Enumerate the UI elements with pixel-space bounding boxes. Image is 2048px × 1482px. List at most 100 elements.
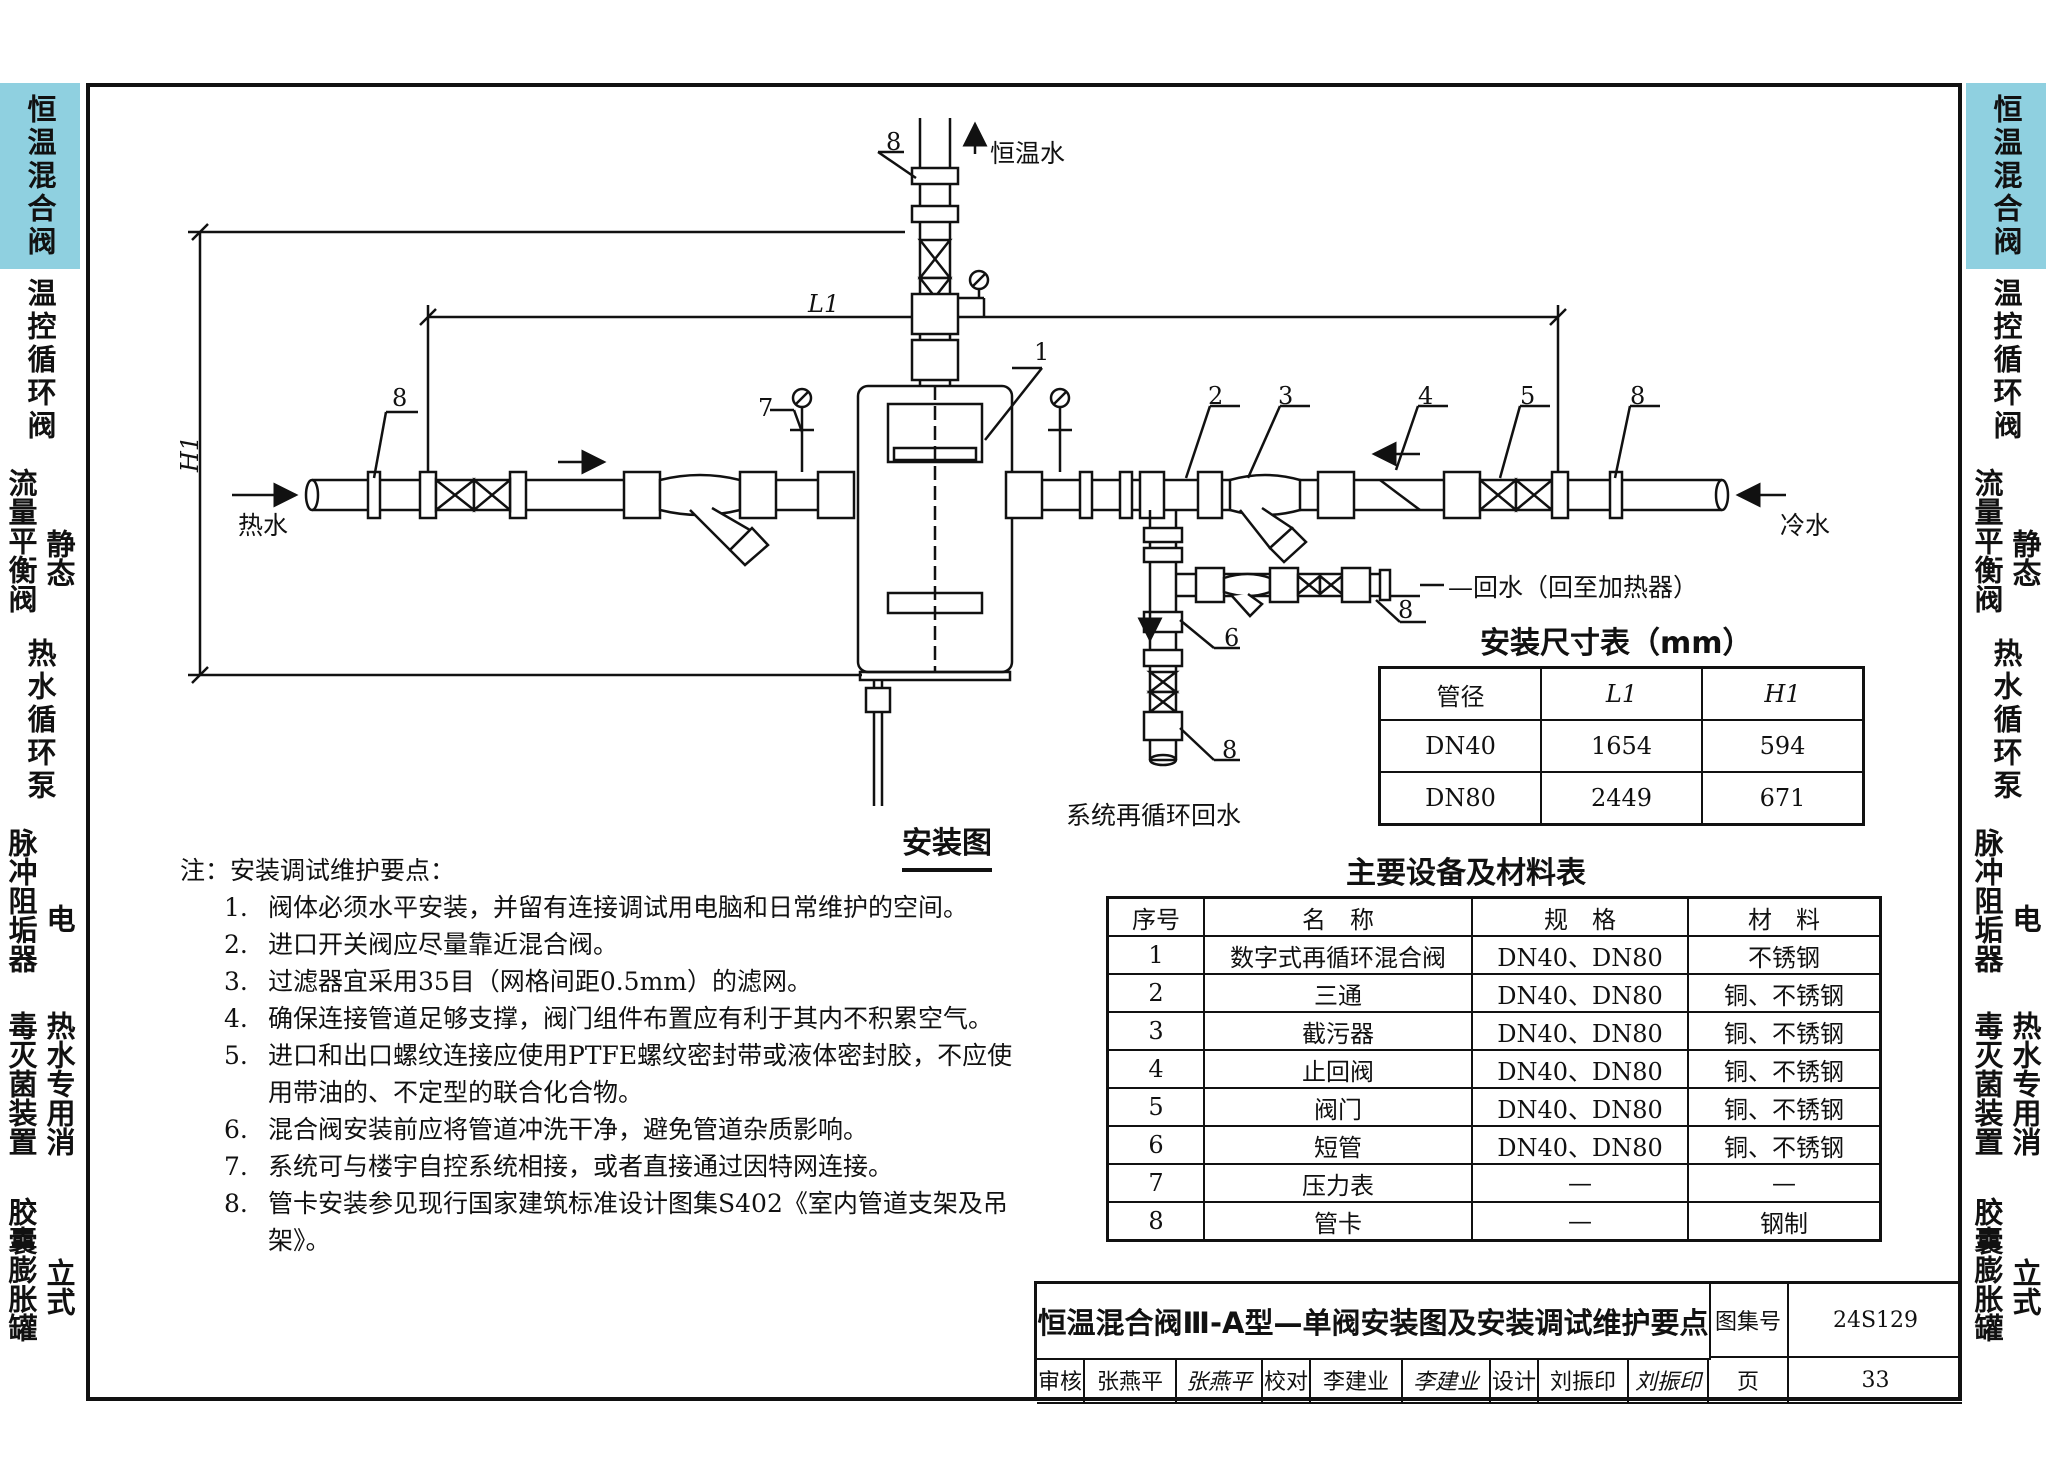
table-cell: 7 (1106, 1163, 1205, 1203)
table-cell: 不锈钢 (1687, 935, 1882, 975)
checker-name: 李建业 (1311, 1358, 1403, 1404)
table-header-cell: 管径 (1378, 666, 1542, 721)
table-cell: — (1471, 1201, 1689, 1242)
table-cell: 数字式再循环混合阀 (1203, 935, 1473, 975)
sidebar-item-temp-control-circulation-valve[interactable]: 温控循环阀 (0, 271, 80, 451)
sidebar-item-label: 流量平衡阀 (4, 467, 38, 613)
checker-signature: 李建业 (1403, 1358, 1491, 1404)
sidebar-item-temp-control-circulation-valve[interactable]: 温控循环阀 (1966, 271, 2046, 451)
note-number: 5. (224, 1041, 248, 1070)
table-cell: 8 (1106, 1201, 1205, 1242)
table-cell: DN40、DN80 (1471, 1011, 1689, 1051)
sidebar-item-pulse-descaler[interactable]: 脉冲阻垢器 电 (1966, 811, 2046, 991)
table-cell: DN40、DN80 (1471, 935, 1689, 975)
materials-table: 序号 名 称 规 格 材 料 1 数字式再循环混合阀 DN40、DN80 不锈钢… (1106, 896, 1882, 1242)
label-return-water-text: 回水（回至加热器） (1473, 573, 1699, 602)
recirculation-branch (1137, 510, 1444, 767)
table-cell: 2449 (1540, 771, 1703, 826)
sidebar-item-label: 毒灭菌装置 (4, 1010, 38, 1156)
sidebar-item-sterilizer[interactable]: 毒灭菌装置 热水专用消 (1966, 991, 2046, 1177)
label-constant-temp-water: 恒温水 (990, 139, 1066, 168)
table-cell: 截污器 (1203, 1011, 1473, 1051)
sidebar-item-label: 胶囊膨胀罐 (1970, 1196, 2004, 1342)
callout-8-right: 8 (1630, 382, 1646, 410)
table-cell: DN40、DN80 (1471, 1049, 1689, 1089)
table-row: DN40 1654 594 (1378, 719, 1865, 773)
sidebar-item-hot-water-pump[interactable]: 热水循环泵 (0, 631, 80, 811)
sidebar-item-label: 恒温混合阀 (1989, 93, 2023, 259)
note-item: 5.进口和出口螺纹连接应使用PTFE螺纹密封带或液体密封胶，不应使用带油的、不定… (180, 1037, 1020, 1111)
cold-water-inlet-pipe (1004, 470, 1730, 564)
table-cell: 阀门 (1203, 1087, 1473, 1127)
callout-1: 1 (1034, 338, 1050, 366)
note-item: 3. 过滤器宜采用35目（网格间距0.5mm）的滤网。 (180, 963, 1020, 1000)
sidebar-item-label: 温控循环阀 (23, 277, 57, 443)
note-item: 2. 进口开关阀应尽量靠近混合阀。 (180, 926, 1020, 963)
label-return-water: —回水（回至加热器） (1448, 573, 1699, 602)
note-number: 7. (224, 1152, 248, 1181)
table-cell: 5 (1106, 1087, 1205, 1127)
table-cell: 4 (1106, 1049, 1205, 1089)
page-label: 页 (1709, 1358, 1789, 1404)
sidebar-item-label: 流量平衡阀 (1970, 467, 2004, 613)
title-block: 恒温混合阀Ⅲ-A型—单阀安装图及安装调试维护要点 图集号 24S129 审核 张… (1034, 1281, 1962, 1404)
table-cell: — (1687, 1163, 1882, 1203)
sidebar-item-label: 温控循环阀 (1989, 277, 2023, 443)
note-number: 6. (224, 1115, 248, 1144)
page-number: 33 (1789, 1358, 1962, 1404)
table-cell: 三通 (1203, 973, 1473, 1013)
sidebar-item-static-balance-valve[interactable]: 流量平衡阀 静态 (1966, 451, 2046, 631)
note-text: 进口开关阀应尽量靠近混合阀。 (268, 930, 619, 959)
sidebar-item-sublabel: 立式 (42, 1258, 76, 1316)
mixing-valve-body (856, 384, 1022, 806)
table-cell: 钢制 (1687, 1201, 1882, 1242)
atlas-number-label: 图集号 (1709, 1284, 1789, 1358)
table-cell: 压力表 (1203, 1163, 1473, 1203)
sidebar-item-sterilizer[interactable]: 毒灭菌装置 热水专用消 (0, 991, 80, 1177)
constant-temp-outlet-pipe (910, 118, 990, 386)
table-cell: 2 (1106, 973, 1205, 1013)
table-cell: DN80 (1378, 771, 1542, 826)
atlas-number: 24S129 (1789, 1284, 1962, 1358)
table-cell: 671 (1701, 771, 1865, 826)
sidebar-item-hot-water-pump[interactable]: 热水循环泵 (1966, 631, 2046, 811)
installation-diagram-title: 安装图 (902, 818, 992, 872)
dimension-l1-line (419, 305, 1567, 495)
sidebar-item-thermostatic-mixing-valve[interactable]: 恒温混合阀 (0, 83, 80, 271)
note-item: 1.阀体必须水平安装，并留有连接调试用电脑和日常维护的空间。 (180, 889, 1020, 926)
reviewer-signature: 张燕平 (1177, 1358, 1263, 1404)
note-text: 系统可与楼宇自控系统相接，或者直接通过因特网连接。 (268, 1152, 894, 1181)
table-header-cell: 名 称 (1203, 896, 1473, 937)
sidebar-item-thermostatic-mixing-valve[interactable]: 恒温混合阀 (1966, 83, 2046, 271)
notes-list: 1.阀体必须水平安装，并留有连接调试用电脑和日常维护的空间。 2. 进口开关阀应尽… (180, 889, 1020, 1259)
table-row: DN80 2449 671 (1378, 771, 1865, 826)
table-cell: DN40、DN80 (1471, 1087, 1689, 1127)
sidebar-item-static-balance-valve[interactable]: 流量平衡阀 静态 (0, 451, 80, 631)
hot-water-inlet-pipe (304, 470, 856, 567)
sidebar-item-sublabel: 热水专用消 (2008, 1010, 2042, 1156)
note-text: 确保连接管道足够支撑，阀门组件布置应有利于其内不积累空气。 (268, 1004, 994, 1033)
note-number: 2. (224, 930, 248, 959)
note-text: 过滤器宜采用35目（网格间距0.5mm）的滤网。 (268, 967, 812, 996)
label-dimension-h1: H1 (176, 435, 205, 473)
table-cell: 铜、不锈钢 (1687, 973, 1882, 1013)
sidebar-item-sublabel: 静态 (2008, 529, 2042, 587)
label-hot-water: 热水 (238, 511, 289, 540)
note-number: 3. (224, 967, 248, 996)
label-dimension-l1: L1 (808, 290, 840, 318)
pressure-gauge-outlet (1048, 387, 1072, 472)
table-cell: 铜、不锈钢 (1687, 1049, 1882, 1089)
sidebar-item-expansion-tank[interactable]: 胶囊膨胀罐 立式 (1966, 1177, 2046, 1363)
check-label: 校对 (1263, 1358, 1311, 1404)
callout-6: 6 (1224, 624, 1240, 652)
review-label: 审核 (1037, 1358, 1085, 1404)
table-cell: 6 (1106, 1125, 1205, 1165)
table-header-cell: 序号 (1106, 896, 1205, 937)
sidebar-item-pulse-descaler[interactable]: 脉冲阻垢器 电 (0, 811, 80, 991)
table-header-cell: H1 (1701, 666, 1865, 721)
note-item: 6.混合阀安装前应将管道冲洗干净，避免管道杂质影响。 (180, 1111, 1020, 1148)
materials-table-title: 主要设备及材料表 (1346, 856, 1586, 891)
table-cell: — (1471, 1163, 1689, 1203)
sidebar-item-expansion-tank[interactable]: 胶囊膨胀罐 立式 (0, 1177, 80, 1363)
table-cell: 594 (1701, 719, 1865, 773)
